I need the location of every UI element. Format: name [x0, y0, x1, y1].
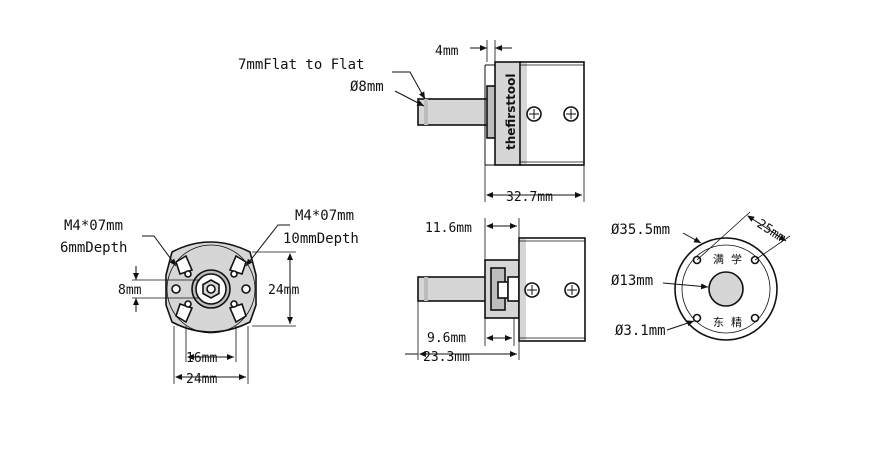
- dim-length-32-7mm: 32.7mm: [506, 190, 553, 205]
- screw-icon: [563, 106, 579, 122]
- label-shaft-diameter: Ø8mm: [350, 79, 384, 95]
- brand-text: thefirsttool: [504, 74, 518, 150]
- dim-23-3mm: 23.3mm: [423, 350, 470, 365]
- rear-center-bore: [708, 271, 744, 307]
- dim-8mm: 8mm: [118, 283, 142, 298]
- side-view-bottom: 11.6mm 9.6mm 23.3mm: [405, 218, 586, 365]
- label-center-diameter: Ø13mm: [611, 273, 653, 289]
- label-hole-right-2: 10mmDepth: [283, 231, 359, 247]
- dim-width-24mm: 24mm: [186, 372, 217, 387]
- rear-char-4: 精: [731, 316, 742, 329]
- screw-icon: [524, 282, 540, 298]
- dim-width-16mm: 16mm: [186, 351, 217, 366]
- dim-9-6mm: 9.6mm: [427, 331, 466, 346]
- side-view-top: thefirsttool 4mm 7mmFlat to Flat Ø8mm 32…: [238, 40, 585, 205]
- label-hole-left-1: M4*07mm: [64, 218, 123, 234]
- label-hole-left-2: 6mmDepth: [60, 240, 127, 256]
- front-view: M4*07mm 6mmDepth M4*07mm 10mmDepth 8mm 2…: [60, 208, 359, 387]
- label-outer-diameter: Ø35.5mm: [611, 222, 670, 238]
- screw-icon: [526, 106, 542, 122]
- label-hole-diameter: Ø3.1mm: [615, 323, 666, 339]
- label-hole-right-1: M4*07mm: [295, 208, 354, 224]
- rear-char-1: 满: [713, 253, 724, 266]
- shaft: [417, 98, 495, 126]
- dim-11-6mm: 11.6mm: [425, 221, 472, 236]
- dim-25mm: 25mm: [754, 217, 789, 247]
- rear-view: 满 学 东 精 Ø35.5mm Ø13mm Ø3.1mm 25mm: [611, 211, 791, 341]
- rear-char-2: 学: [731, 252, 742, 266]
- dim-step-4mm: 4mm: [435, 44, 459, 59]
- screw-icon: [564, 282, 580, 298]
- brand-plate: [494, 61, 522, 166]
- label-flat-to-flat: 7mmFlat to Flat: [238, 57, 364, 73]
- rear-char-3: 东: [713, 316, 724, 329]
- dim-height-24mm: 24mm: [268, 283, 299, 298]
